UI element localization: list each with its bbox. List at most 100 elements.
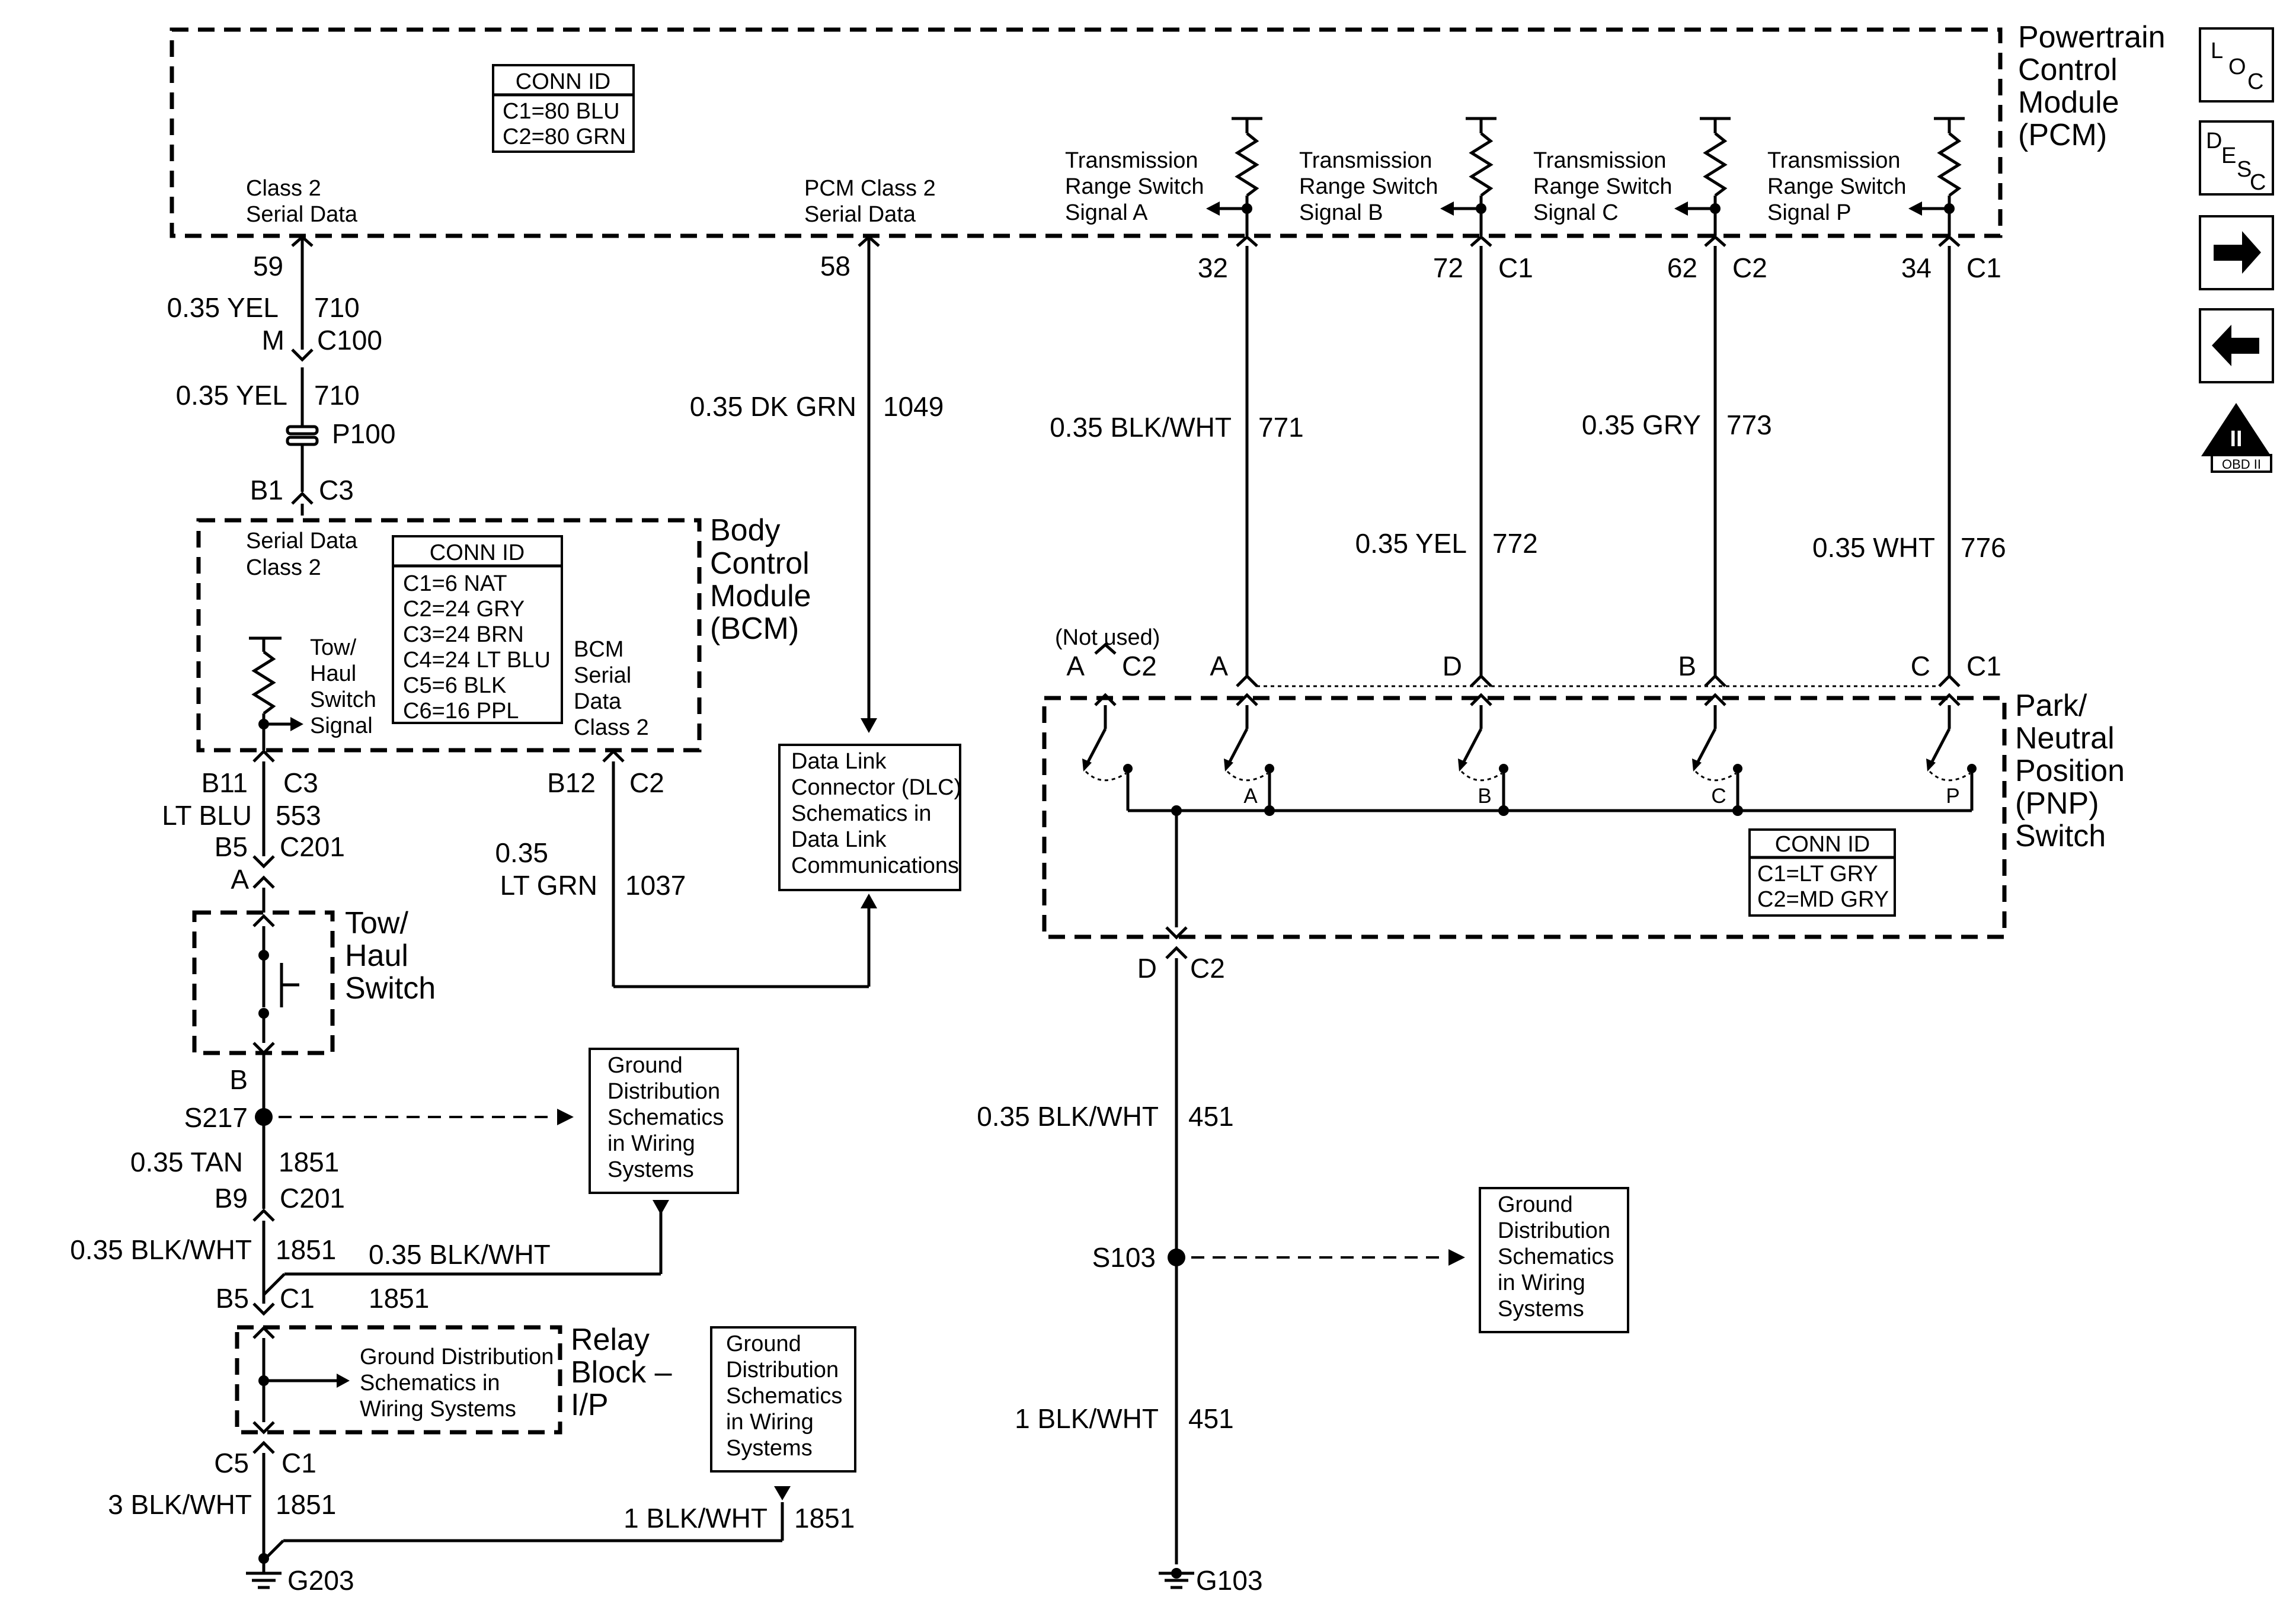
trs-a-label-1: Transmission xyxy=(1065,148,1198,173)
svg-text:Distribution: Distribution xyxy=(607,1079,720,1104)
ground-ref-box-1[interactable]: Ground Distribution Schematics in Wiring… xyxy=(589,1048,739,1194)
pnp-conn-c1: C1=LT GRY xyxy=(1757,862,1878,886)
bcm-module: Body Control Module (BCM) Serial Data Cl… xyxy=(196,513,811,753)
tow-signal-label-1: Tow/ xyxy=(310,635,357,660)
pin-34-conn: C1 xyxy=(1966,252,2001,283)
svg-text:Data Link: Data Link xyxy=(791,827,887,852)
pullup-resistor-p xyxy=(1908,117,1965,236)
bcm-serial-label-2: Class 2 xyxy=(246,555,321,580)
svg-text:L: L xyxy=(2211,39,2223,63)
ground-ref-box-2[interactable]: Ground Distribution Schematics in Wiring… xyxy=(710,1326,856,1473)
c3-label: C3 xyxy=(319,475,354,505)
c201-pin-b5: B5 xyxy=(215,831,248,862)
c1-label-2: C1 xyxy=(282,1448,316,1478)
pnp-contact-a-label: A xyxy=(1243,785,1258,808)
trs-b-label-3: Signal B xyxy=(1299,200,1383,225)
ground-ref-box-3[interactable]: Ground Distribution Schematics in Wiring… xyxy=(1479,1187,1629,1333)
bcm-serial2-label-2: Serial xyxy=(574,663,631,688)
c1-pin-c5: C5 xyxy=(214,1448,249,1478)
class2-label-2: Serial Data xyxy=(246,202,358,227)
arrow-right-icon[interactable] xyxy=(2199,215,2274,290)
wire-1037-size-2: LT GRN xyxy=(500,870,597,901)
dlc-wiring xyxy=(612,237,877,988)
svg-text:Schematics: Schematics xyxy=(607,1105,724,1130)
bcm-pin-b12: B12 xyxy=(547,767,596,798)
pnp-contact-c xyxy=(1692,693,1742,811)
wire-710-circuit-1: 710 xyxy=(314,292,360,323)
svg-text:Communications: Communications xyxy=(791,853,959,878)
arrow-left-icon[interactable] xyxy=(2199,308,2274,383)
bcm-outline xyxy=(196,518,702,753)
bcm-pin-b11: B11 xyxy=(202,767,248,798)
pin-34: 34 xyxy=(1901,252,1932,283)
tow-switch-name-3: Switch xyxy=(345,971,436,1006)
pin-58: 58 xyxy=(820,251,850,281)
pnp-name-1: Park/ xyxy=(2015,689,2087,723)
svg-text:O: O xyxy=(2228,55,2246,79)
c100-label: C100 xyxy=(317,325,382,356)
wire-710-size-1: 0.35 YEL xyxy=(167,292,279,323)
pnp-conn-id-table: CONN ID C1=LT GRY C2=MD GRY xyxy=(1748,828,1896,917)
wire-776-circuit: 776 xyxy=(1961,532,2006,563)
pcm-pins: 59 58 32 72 C1 62 C2 34 C1 xyxy=(253,235,2001,283)
svg-text:Data Link: Data Link xyxy=(791,749,887,774)
c1-label-1: C1 xyxy=(280,1283,315,1314)
svg-text:Distribution: Distribution xyxy=(726,1358,839,1382)
trs-a-label-2: Range Switch xyxy=(1065,174,1204,199)
wire-1851-tan-size: 0.35 TAN xyxy=(130,1147,243,1177)
wire-553-size: LT BLU xyxy=(162,800,252,831)
pnp-pin-b: B xyxy=(1678,651,1696,681)
relay-block-name-2: Block – xyxy=(571,1355,672,1390)
trs-a-label-3: Signal A xyxy=(1065,200,1148,225)
g203-wiring xyxy=(246,1441,791,1589)
pnp-pin-a-c2: A xyxy=(1066,651,1085,681)
bcm-serial2-label-4: Class 2 xyxy=(574,715,649,740)
c201-label-1: C201 xyxy=(280,831,345,862)
wire-1851-1bw-circuit: 1851 xyxy=(794,1503,855,1534)
pnp-switch: A B C P CONN ID C1=LT GRY C2=MD GRY xyxy=(1042,642,2007,940)
relay-inner-2: Schematics in xyxy=(360,1371,500,1395)
bcm-name-3: Module xyxy=(710,579,811,613)
pin-62: 62 xyxy=(1667,252,1697,283)
c100-pin: M xyxy=(262,325,284,356)
relay-block-name-1: Relay xyxy=(571,1323,650,1357)
pcm-conn-c2: C2=80 GRN xyxy=(503,124,626,149)
splice-s103-label: S103 xyxy=(1092,1242,1156,1273)
wire-451-size-2: 1 BLK/WHT xyxy=(1015,1403,1159,1434)
bcm-serial2-label-3: Data xyxy=(574,689,622,714)
wire-1851-3bw-circuit: 1851 xyxy=(276,1489,336,1520)
svg-text:S: S xyxy=(2237,157,2252,182)
svg-text:C: C xyxy=(2247,69,2263,94)
tow-switch-pin-b: B xyxy=(229,1064,248,1095)
svg-text:E: E xyxy=(2221,143,2236,168)
svg-text:II: II xyxy=(2230,427,2242,452)
svg-text:in Wiring: in Wiring xyxy=(726,1410,814,1435)
pin-62-conn: C2 xyxy=(1732,252,1767,283)
wire-773-circuit: 773 xyxy=(1726,409,1772,440)
wire-1037-circuit: 1037 xyxy=(625,870,686,901)
bcm-name-4: (BCM) xyxy=(710,612,799,646)
loc-icon[interactable]: L O C xyxy=(2199,27,2274,103)
svg-text:in Wiring: in Wiring xyxy=(607,1131,695,1156)
wire-1851-3bw-size: 3 BLK/WHT xyxy=(108,1489,252,1520)
pnp-conn-title: CONN ID xyxy=(1775,832,1870,857)
wire-1851-bw-size-1: 0.35 BLK/WHT xyxy=(70,1234,252,1265)
pnp-name-4: (PNP) xyxy=(2015,786,2099,821)
wire-1851-bw-size-2: 0.35 BLK/WHT xyxy=(369,1239,551,1270)
pcm-name-2: Control xyxy=(2018,53,2118,87)
dlc-reference-box[interactable]: Data Link Connector (DLC) Schematics in … xyxy=(778,744,961,891)
pnp-contact-p-label: P xyxy=(1946,785,1959,808)
svg-text:D: D xyxy=(2206,129,2222,153)
obd-ii-icon[interactable]: II OBD II xyxy=(2201,403,2272,473)
bcm-conn-c2: C2=24 GRY xyxy=(403,597,525,622)
ground-g103-label: G103 xyxy=(1196,1565,1263,1596)
pullup-resistor-b xyxy=(1440,117,1496,236)
svg-text:Ground: Ground xyxy=(607,1053,683,1078)
pcm-conn-title: CONN ID xyxy=(516,69,610,94)
desc-icon[interactable]: D E S C xyxy=(2199,120,2274,196)
wire-771-size: 0.35 BLK/WHT xyxy=(1050,412,1232,443)
bcm-conn-c1: C1=6 NAT xyxy=(403,571,507,596)
pnp-conn-c2: C2=MD GRY xyxy=(1757,887,1889,912)
pnp-c1-label: C1 xyxy=(1966,651,2001,681)
svg-text:in Wiring: in Wiring xyxy=(1498,1270,1585,1295)
